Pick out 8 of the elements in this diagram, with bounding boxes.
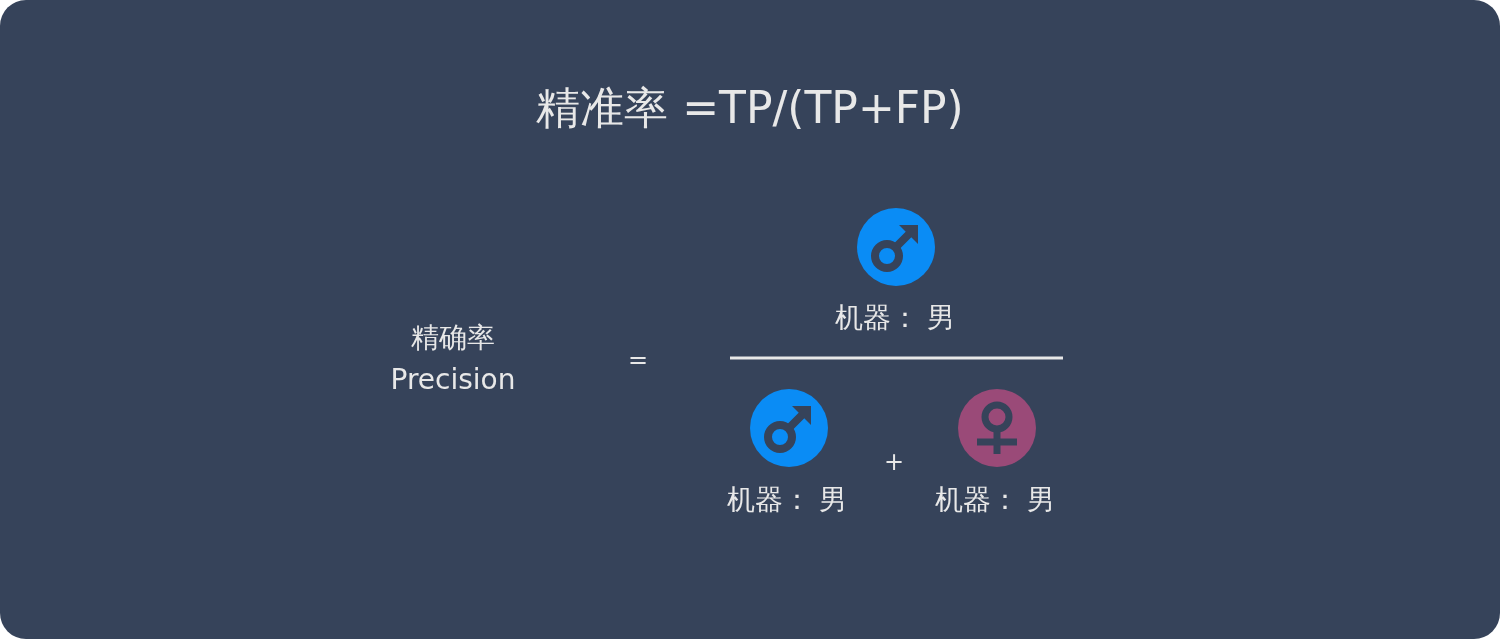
sample-label: 机器： 男 bbox=[934, 486, 1056, 514]
equals-sign: = bbox=[627, 348, 649, 372]
metric-name: 精确率 bbox=[411, 324, 495, 352]
plus-sign: + bbox=[883, 450, 905, 474]
sample-label: 机器： 男 bbox=[726, 486, 848, 514]
sample-label: 机器： 男 bbox=[834, 304, 956, 332]
formula-title: 精准率 =TP/(TP+FP) bbox=[536, 86, 964, 130]
metric-name: Precision bbox=[390, 366, 516, 394]
